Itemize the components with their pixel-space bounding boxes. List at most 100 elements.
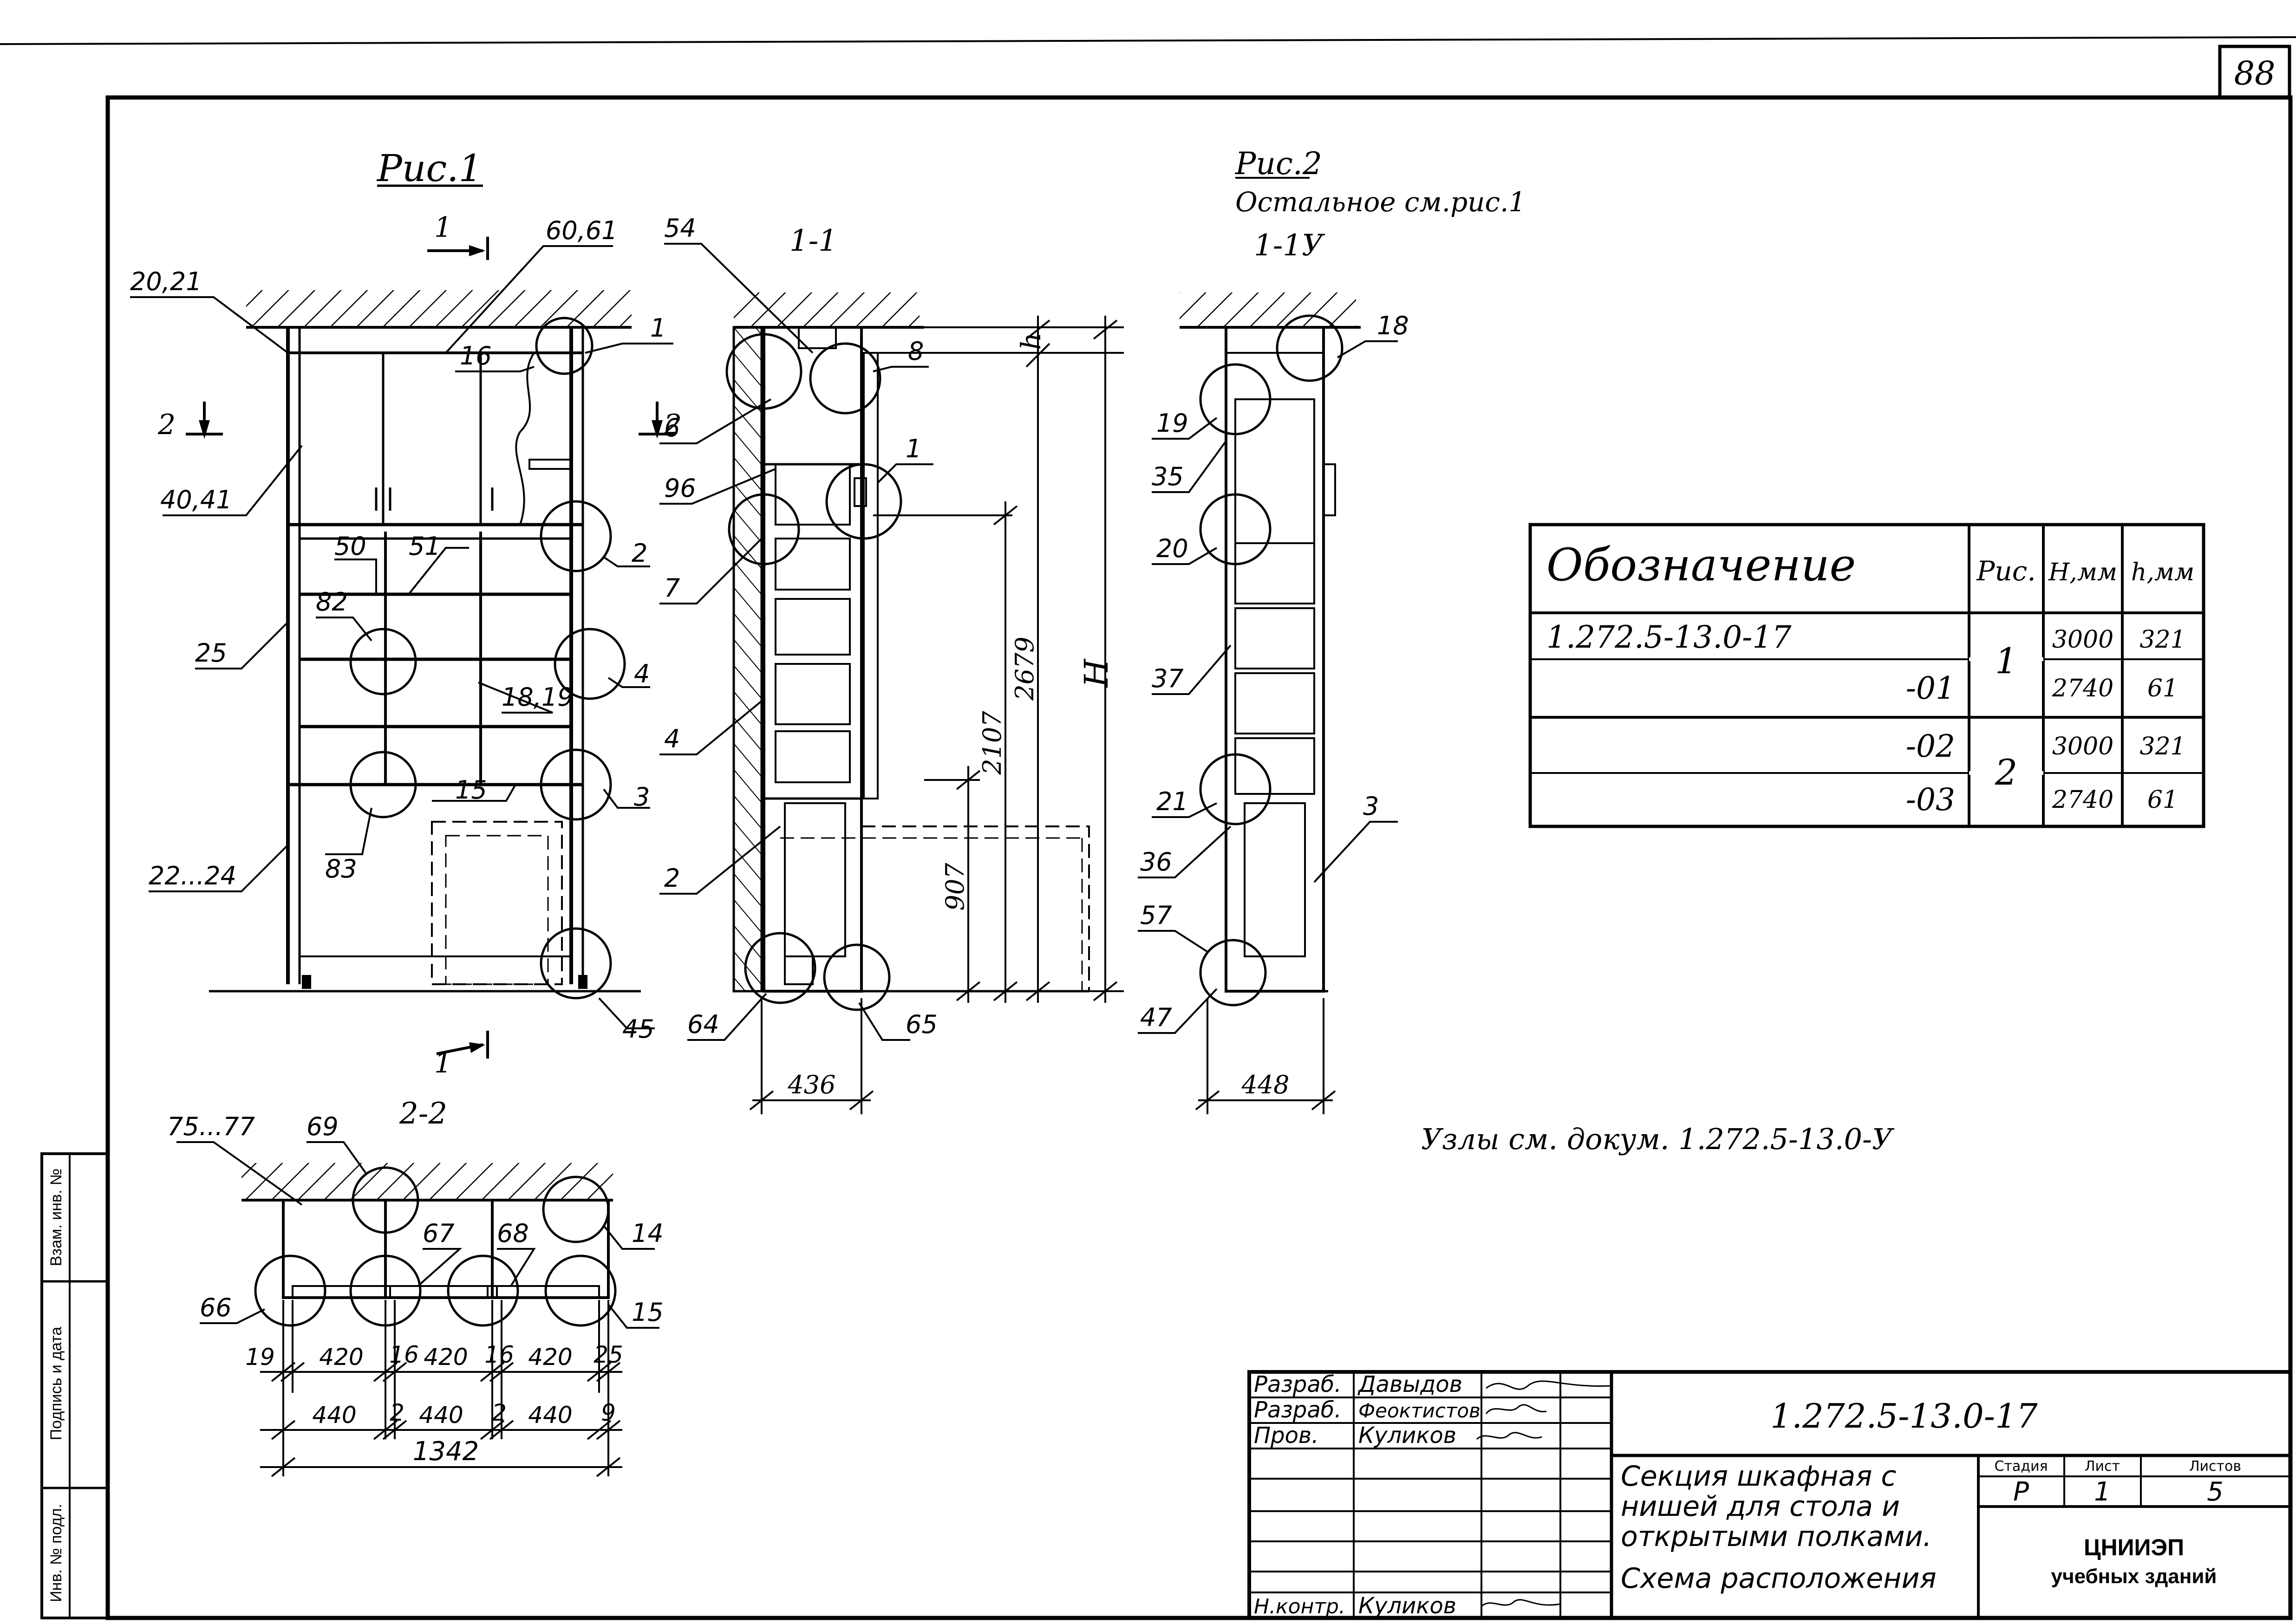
callout-40-41: 40,41 (160, 485, 232, 514)
tb-name-0: Давыдов (1357, 1371, 1462, 1397)
callout-20-u: 20 (1156, 534, 1188, 563)
tb-stage-label: Стадия (1994, 1458, 2048, 1475)
table-row-1-code: -01 (1906, 670, 1955, 706)
callout-3: 3 (634, 782, 650, 812)
table-row-3-h: 61 (2147, 786, 2178, 814)
tb-name-line-2: открытыми полками. (1621, 1520, 1932, 1553)
callout-45: 45 (622, 1014, 654, 1044)
tb-org-line1: ЦНИИЭП (2084, 1534, 2184, 1560)
tb-name-line-1: нишей для стола и (1621, 1490, 1900, 1523)
callout-7: 7 (664, 573, 680, 603)
callout-82: 82 (316, 587, 348, 617)
callout-51: 51 (409, 532, 441, 561)
callout-96: 1 (906, 434, 921, 463)
table-row-3-code: -03 (1906, 782, 1955, 818)
tb-sheets-label: Листов (2189, 1458, 2241, 1475)
figure-2-title: Рис.2 (1235, 146, 1322, 182)
dim-h: h (1015, 332, 1047, 350)
dim-2679: 2679 (1010, 637, 1039, 701)
dim-plan-440-c: 440 (528, 1402, 572, 1429)
dim-plan-2-b: 2 (492, 1399, 507, 1426)
callout-18-19: 18,19 (502, 682, 574, 712)
callout-35-u: 35 (1152, 462, 1184, 491)
table-row-0-H: 3000 (2052, 626, 2113, 654)
callout-2: 2 (632, 539, 647, 568)
dim-plan-16-b: 16 (484, 1341, 514, 1368)
callout-57-u: 57 (1140, 901, 1172, 930)
callout-2-sec: 2 (664, 864, 680, 893)
callout-65: 65 (906, 1010, 938, 1039)
callout-1: 1 (650, 313, 666, 343)
table-row-2-code: -02 (1906, 728, 1955, 764)
dim-H: H (1077, 658, 1115, 689)
cut-mark-2-right: 2 (664, 409, 682, 441)
callout-25: 25 (195, 638, 227, 668)
sheet-frame: 88 (105, 45, 2293, 1620)
tb-org-line2: учебных зданий (2051, 1565, 2217, 1588)
stamp-cell-signature: Подпись и дата (47, 1327, 65, 1441)
dim-plan-total-1342: 1342 (413, 1436, 479, 1467)
dim-plan-2-a: 2 (390, 1399, 404, 1426)
callout-54: 54 (664, 214, 696, 243)
signatures (1476, 1380, 1612, 1607)
section-2-2-title: 2-2 (399, 1097, 447, 1131)
callout-15: 15 (455, 775, 487, 805)
tb-role-3: Н.контр. (1254, 1595, 1345, 1618)
callout-68: 68 (497, 1219, 529, 1248)
dim-plan-9: 9 (601, 1399, 616, 1426)
dim-2107: 2107 (978, 711, 1007, 775)
dim-plan-25: 25 (594, 1341, 623, 1368)
section-1-1: 1-1 (659, 214, 1124, 1114)
callout-21-u: 21 (1156, 787, 1188, 816)
tb-document-code: 1.272.5-13.0-17 (1770, 1397, 2038, 1436)
tb-role-2: Пров. (1254, 1423, 1318, 1449)
nodes-note: Узлы см. докум. 1.272.5-13.0-У (1421, 1122, 1895, 1156)
table-row-2-H: 3000 (2052, 733, 2113, 760)
designation-table: Обозначение Рис. H,мм h,мм 1.272.5-13.0-… (1528, 523, 2205, 828)
callout-66: 66 (200, 1293, 232, 1322)
table-row-1-h: 61 (2147, 675, 2178, 702)
figure-1-title: Рис.1 (376, 147, 482, 190)
callout-19-u: 19 (1156, 409, 1188, 438)
section-1-1-title: 1-1 (789, 224, 837, 258)
dim-907: 907 (940, 863, 970, 911)
callout-60-61: 60,61 (546, 216, 618, 245)
stamp-cell-inventory: Инв. № подл. (47, 1504, 65, 1602)
callout-83: 83 (325, 854, 357, 883)
tb-sheets: 5 (2207, 1477, 2224, 1507)
tb-name-2: Куликов (1358, 1423, 1456, 1449)
callout-75-77: 75...77 (167, 1112, 255, 1141)
dim-plan-16-a: 16 (389, 1341, 419, 1368)
dim-436: 436 (787, 1070, 835, 1099)
left-stamp: Взам. инв. № Подпись и дата Инв. № подл. (40, 1152, 109, 1619)
figure-2-subtitle: Остальное см.рис.1 (1235, 186, 1526, 218)
callout-18-u: 18 (1377, 311, 1409, 340)
stamp-cell-replace: Взам. инв. № (47, 1169, 65, 1267)
table-header-fig: Рис. (1976, 555, 2035, 587)
callout-8: 8 (908, 337, 924, 366)
callout-69: 69 (307, 1112, 339, 1141)
callout-20-21: 20,21 (130, 267, 202, 296)
callout-37-u: 37 (1152, 664, 1184, 693)
callout-3-u: 3 (1363, 792, 1379, 821)
callout-22-24: 22...24 (149, 861, 236, 890)
dim-448: 448 (1241, 1070, 1289, 1099)
dim-plan-420-c: 420 (528, 1344, 572, 1371)
tb-role-1: Разраб. (1254, 1397, 1342, 1423)
callout-67: 67 (423, 1219, 455, 1248)
table-row-0-code: 1.272.5-13.0-17 (1546, 619, 1791, 655)
callout-15-plan: 15 (632, 1298, 664, 1327)
dim-plan-420-b: 420 (424, 1344, 468, 1371)
cut-mark-2-left: 2 (157, 409, 176, 441)
tb-stage: Р (2013, 1477, 2029, 1507)
tb-sheet-label: Лист (2085, 1458, 2120, 1475)
dim-plan-420-a: 420 (319, 1344, 363, 1371)
table-row-1-H: 2740 (2052, 675, 2113, 702)
tb-name-3: Куликов (1358, 1593, 1456, 1619)
callout-4-sec: 4 (664, 724, 680, 754)
page-number: 88 (2234, 54, 2275, 92)
dim-plan-440-a: 440 (312, 1402, 356, 1429)
callout-50: 50 (334, 532, 366, 561)
dim-plan-440-b: 440 (419, 1402, 463, 1429)
